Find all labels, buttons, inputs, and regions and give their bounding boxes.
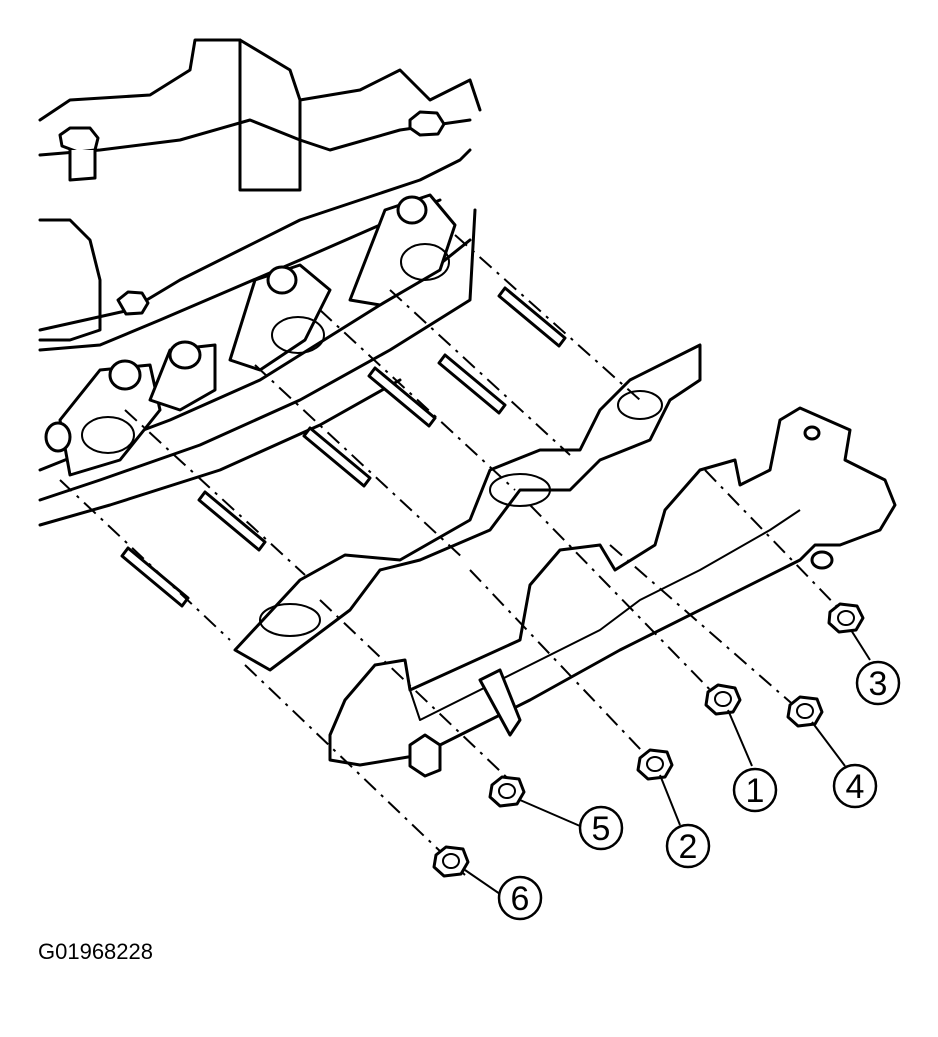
callout-3: 3 <box>855 660 901 706</box>
stud <box>367 366 437 428</box>
head-bolt <box>408 110 446 137</box>
exhaust-port <box>348 193 457 307</box>
exhaust-manifold-gasket <box>233 343 702 672</box>
callout-5-label: 5 <box>592 810 611 848</box>
callout-4: 4 <box>832 763 878 809</box>
nut-2 <box>636 748 674 781</box>
alignment-lines <box>59 234 846 876</box>
callout-1-label: 1 <box>746 772 765 810</box>
nut-1 <box>704 683 742 716</box>
callout-1: 1 <box>732 767 778 813</box>
head-bolt <box>116 290 150 316</box>
callout-6: 6 <box>497 875 543 921</box>
stud <box>437 353 507 415</box>
exhaust-manifold <box>328 406 897 778</box>
stud <box>120 546 190 608</box>
callout-3-label: 3 <box>869 665 888 703</box>
nut-3 <box>827 602 865 634</box>
callout-5: 5 <box>578 805 624 851</box>
leader-lines <box>464 629 871 895</box>
nut-5 <box>488 775 526 808</box>
callout-2-label: 2 <box>679 828 698 866</box>
exhaust-port <box>148 340 217 412</box>
callout-2: 2 <box>665 823 711 869</box>
stud <box>197 490 267 552</box>
callout-6-label: 6 <box>511 880 530 918</box>
head-bolt <box>58 126 100 182</box>
stud <box>302 426 372 488</box>
exhaust-port <box>44 359 162 477</box>
exhaust-port <box>228 263 332 372</box>
nut-6 <box>432 845 470 878</box>
callout-4-label: 4 <box>846 768 865 806</box>
figure-id: G01968228 <box>38 939 153 964</box>
stud <box>497 286 567 348</box>
nut-4 <box>786 695 824 728</box>
